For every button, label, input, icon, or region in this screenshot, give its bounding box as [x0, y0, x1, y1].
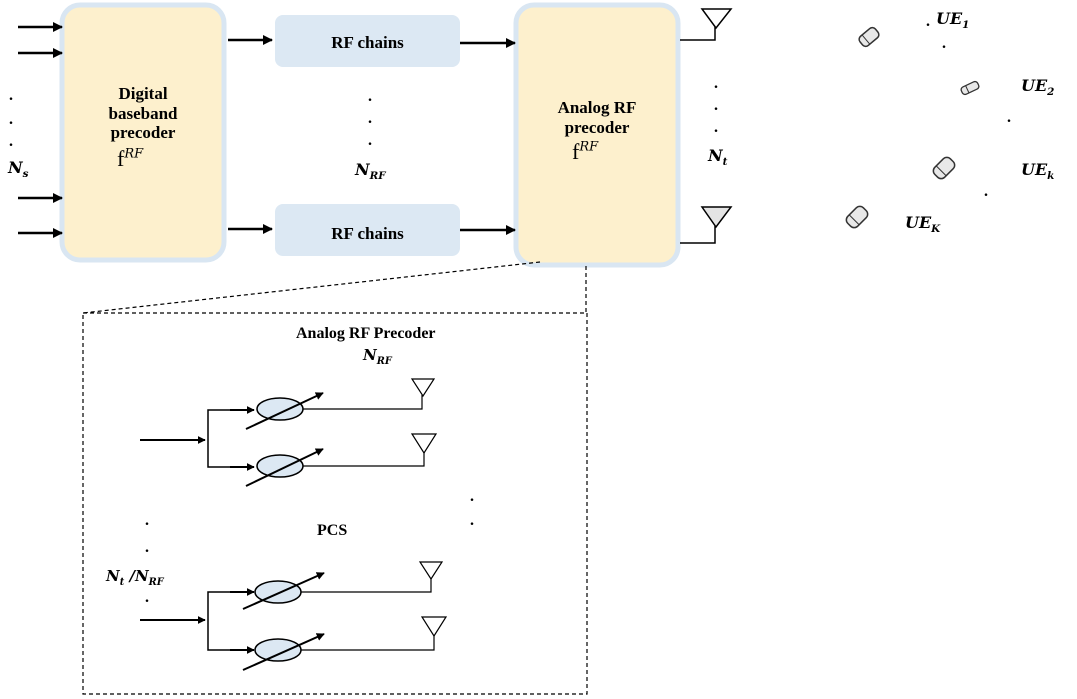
nt-label: Nt — [708, 146, 728, 169]
ellipsis-dot: . — [714, 119, 718, 136]
analog-precoder-line1: Analog RF — [557, 98, 637, 117]
phone-icon — [932, 156, 956, 180]
phone-icon — [960, 80, 980, 96]
ellipsis-dot: . — [714, 75, 718, 92]
digital-precoder-line2: baseband — [108, 103, 178, 123]
phase-shifter-arrow — [242, 572, 325, 610]
ellipsis-dot: . — [714, 97, 718, 114]
phase-shifter-icon — [256, 454, 304, 478]
ellipsis-dot: . — [470, 512, 474, 529]
antenna-icon — [410, 433, 438, 455]
detail-nrf-label: NRF — [363, 346, 392, 367]
ellipsis-dot: . — [368, 132, 372, 149]
pcs-label: PCS — [317, 522, 348, 539]
rf-chains-bottom-label: RF chains — [331, 224, 404, 243]
ellipsis-dot: . — [9, 133, 13, 150]
rf-chains-top-label: RF chains — [331, 33, 404, 52]
antenna-feed-top — [680, 27, 716, 41]
ellipsis-dot: . — [926, 13, 930, 30]
ellipsis-dot: . — [984, 183, 988, 200]
splitter — [207, 591, 244, 651]
antenna-feed — [303, 452, 425, 467]
analog-precoder-symbol: fRF — [572, 139, 599, 164]
detail-title: Analog RF Precoder — [296, 325, 436, 342]
ellipsis-dot: . — [942, 35, 946, 52]
phase-shifter-arrow — [242, 633, 325, 671]
antenna-icon — [700, 206, 733, 229]
ellipsis-dot: . — [368, 88, 372, 105]
antenna-icon — [410, 378, 436, 398]
ue-k-label: UEk — [1021, 160, 1055, 183]
ellipsis-dot: . — [145, 539, 149, 556]
antenna-feed — [301, 635, 435, 651]
ellipsis-dot: . — [9, 87, 13, 104]
digital-precoder-symbol: fRF — [117, 146, 144, 171]
ellipsis-dot: . — [368, 110, 372, 127]
phase-shifter-arrow — [245, 392, 324, 430]
phone-icon — [858, 26, 880, 48]
digital-precoder-line1: Digital — [118, 84, 168, 103]
digital-precoder-line3: precoder — [110, 123, 176, 143]
antenna-icon — [418, 561, 444, 581]
splitter — [207, 409, 244, 468]
ue-1-label: UE1 — [936, 9, 970, 32]
digital-precoder-label: Digital baseband precoder — [62, 84, 224, 143]
zoom-line — [82, 261, 541, 314]
ellipsis-dot: . — [145, 589, 149, 606]
analog-precoder-label: Analog RF precoder — [516, 98, 678, 137]
rf-chain-top-box — [275, 15, 460, 67]
antenna-feed-bottom — [680, 226, 716, 244]
phase-shifter-arrow — [245, 448, 324, 487]
ellipsis-dot: . — [9, 111, 13, 128]
antenna-feed — [301, 578, 432, 593]
analog-precoder-detail-box — [82, 312, 588, 695]
analog-precoder-line2: precoder — [564, 117, 630, 137]
phase-shifter-icon — [256, 397, 304, 421]
ellipsis-dot: . — [145, 512, 149, 529]
ue-2-label: UE2 — [1021, 76, 1055, 99]
antenna-icon — [420, 616, 448, 638]
antenna-icon — [700, 8, 733, 30]
nt-over-nrf-label: Nt /NRF — [106, 567, 164, 588]
ellipsis-dot: . — [1007, 109, 1011, 126]
ue-K-label: UEK — [905, 213, 941, 236]
nrf-label: NRF — [355, 160, 386, 183]
phase-shifter-icon — [254, 638, 302, 662]
analog-precoder-box — [513, 2, 681, 268]
phone-icon — [845, 205, 869, 229]
antenna-feed — [303, 395, 423, 410]
digital-precoder-box — [59, 2, 227, 263]
rf-chain-bottom-box — [275, 204, 460, 256]
ellipsis-dot: . — [470, 488, 474, 505]
ns-label: Ns — [8, 158, 29, 181]
